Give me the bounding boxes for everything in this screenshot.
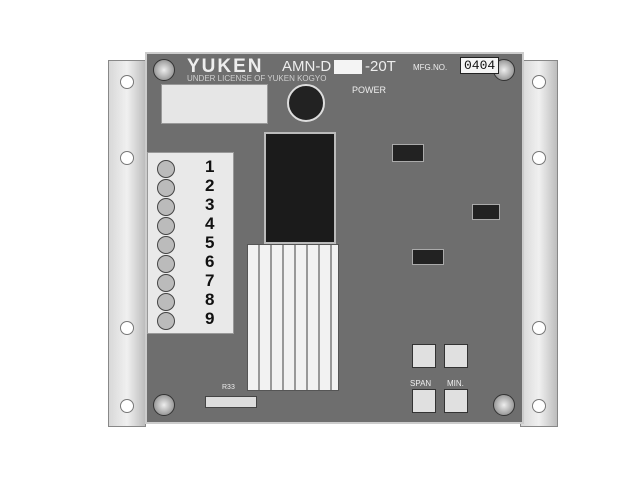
min-potentiometer[interactable]: [444, 389, 468, 413]
fuse-holder: [161, 84, 268, 124]
terminal-number: 4: [205, 214, 215, 233]
terminal-screw-icon[interactable]: [157, 312, 175, 330]
brand-label: YUKEN: [187, 56, 264, 77]
ic-chip: [472, 204, 500, 220]
model-mask: [334, 60, 362, 74]
terminal-number: 9: [205, 309, 215, 328]
potentiometer[interactable]: [412, 389, 436, 413]
left-mounting-bracket: [108, 60, 146, 427]
span-label: SPAN: [410, 379, 432, 388]
capacitor: [287, 84, 325, 122]
mfg-label: MFG.NO.: [413, 63, 448, 72]
terminal-screw-icon[interactable]: [157, 255, 175, 273]
terminal-screw-icon[interactable]: [157, 293, 175, 311]
terminal-screw-icon[interactable]: [157, 160, 175, 178]
serial-number: 0404: [460, 57, 500, 74]
screw-icon: [153, 59, 175, 81]
terminal-screw-icon[interactable]: [157, 217, 175, 235]
power-label: POWER: [352, 85, 387, 95]
model-suffix: -20T: [365, 58, 396, 75]
resistor-label: R33: [222, 384, 235, 391]
potentiometer[interactable]: [444, 344, 468, 368]
ic-chip: [412, 249, 444, 265]
license-text: UNDER LICENSE OF YUKEN KOGYO: [187, 74, 327, 83]
screw-icon: [153, 394, 175, 416]
terminal-number: 1: [205, 157, 215, 176]
resistor: [205, 396, 257, 408]
transformer: [264, 132, 336, 244]
terminal-screw-icon[interactable]: [157, 198, 175, 216]
ic-chip: [392, 144, 424, 162]
terminal-screw-icon[interactable]: [157, 179, 175, 197]
terminal-number: 7: [205, 271, 215, 290]
terminal-screw-icon[interactable]: [157, 236, 175, 254]
model-label: AMN-D: [282, 58, 332, 75]
screw-icon: [493, 394, 515, 416]
terminal-number: 5: [205, 233, 215, 252]
terminal-number: 3: [205, 195, 215, 214]
terminal-number: 2: [205, 176, 215, 195]
pcb: YUKEN AMN-D -20T MFG.NO. 0404 UNDER LICE…: [145, 52, 524, 424]
min-label: MIN.: [447, 379, 464, 388]
right-mounting-bracket: [520, 60, 558, 427]
terminal-screw-icon[interactable]: [157, 274, 175, 292]
terminal-number: 6: [205, 252, 215, 271]
heatsink: [247, 244, 339, 391]
span-potentiometer[interactable]: [412, 344, 436, 368]
terminal-number: 8: [205, 290, 215, 309]
